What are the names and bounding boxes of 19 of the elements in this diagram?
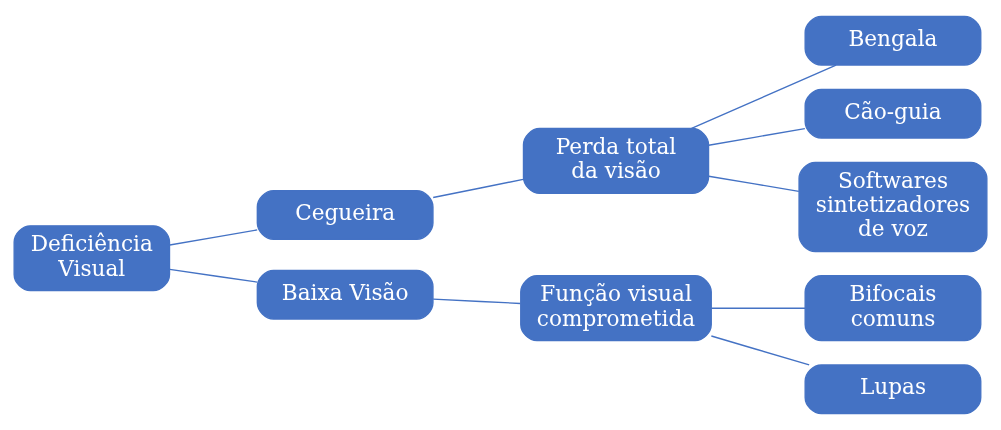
node-box: Deficiência Visual [13,225,171,292]
connector [169,229,258,246]
node-box: Perda total da visão [522,127,710,195]
connector [708,127,806,146]
node-box: Bengala [804,15,982,66]
connector [432,178,524,199]
connector [708,175,800,193]
node-box: Lupas [804,364,982,415]
node-box: Cegueira [256,190,434,240]
node-box: Cão-guia [804,88,982,139]
node-box: Função visual comprometida [520,275,712,342]
connector [690,64,837,130]
connector [710,335,810,366]
connector [710,307,806,309]
node-box: Bifocais comuns [804,275,982,342]
node-box: Softwares sintetizadores de voz [798,161,988,253]
node-box: Baixa Visão [256,269,434,320]
connector [169,268,258,283]
connector [432,298,522,305]
